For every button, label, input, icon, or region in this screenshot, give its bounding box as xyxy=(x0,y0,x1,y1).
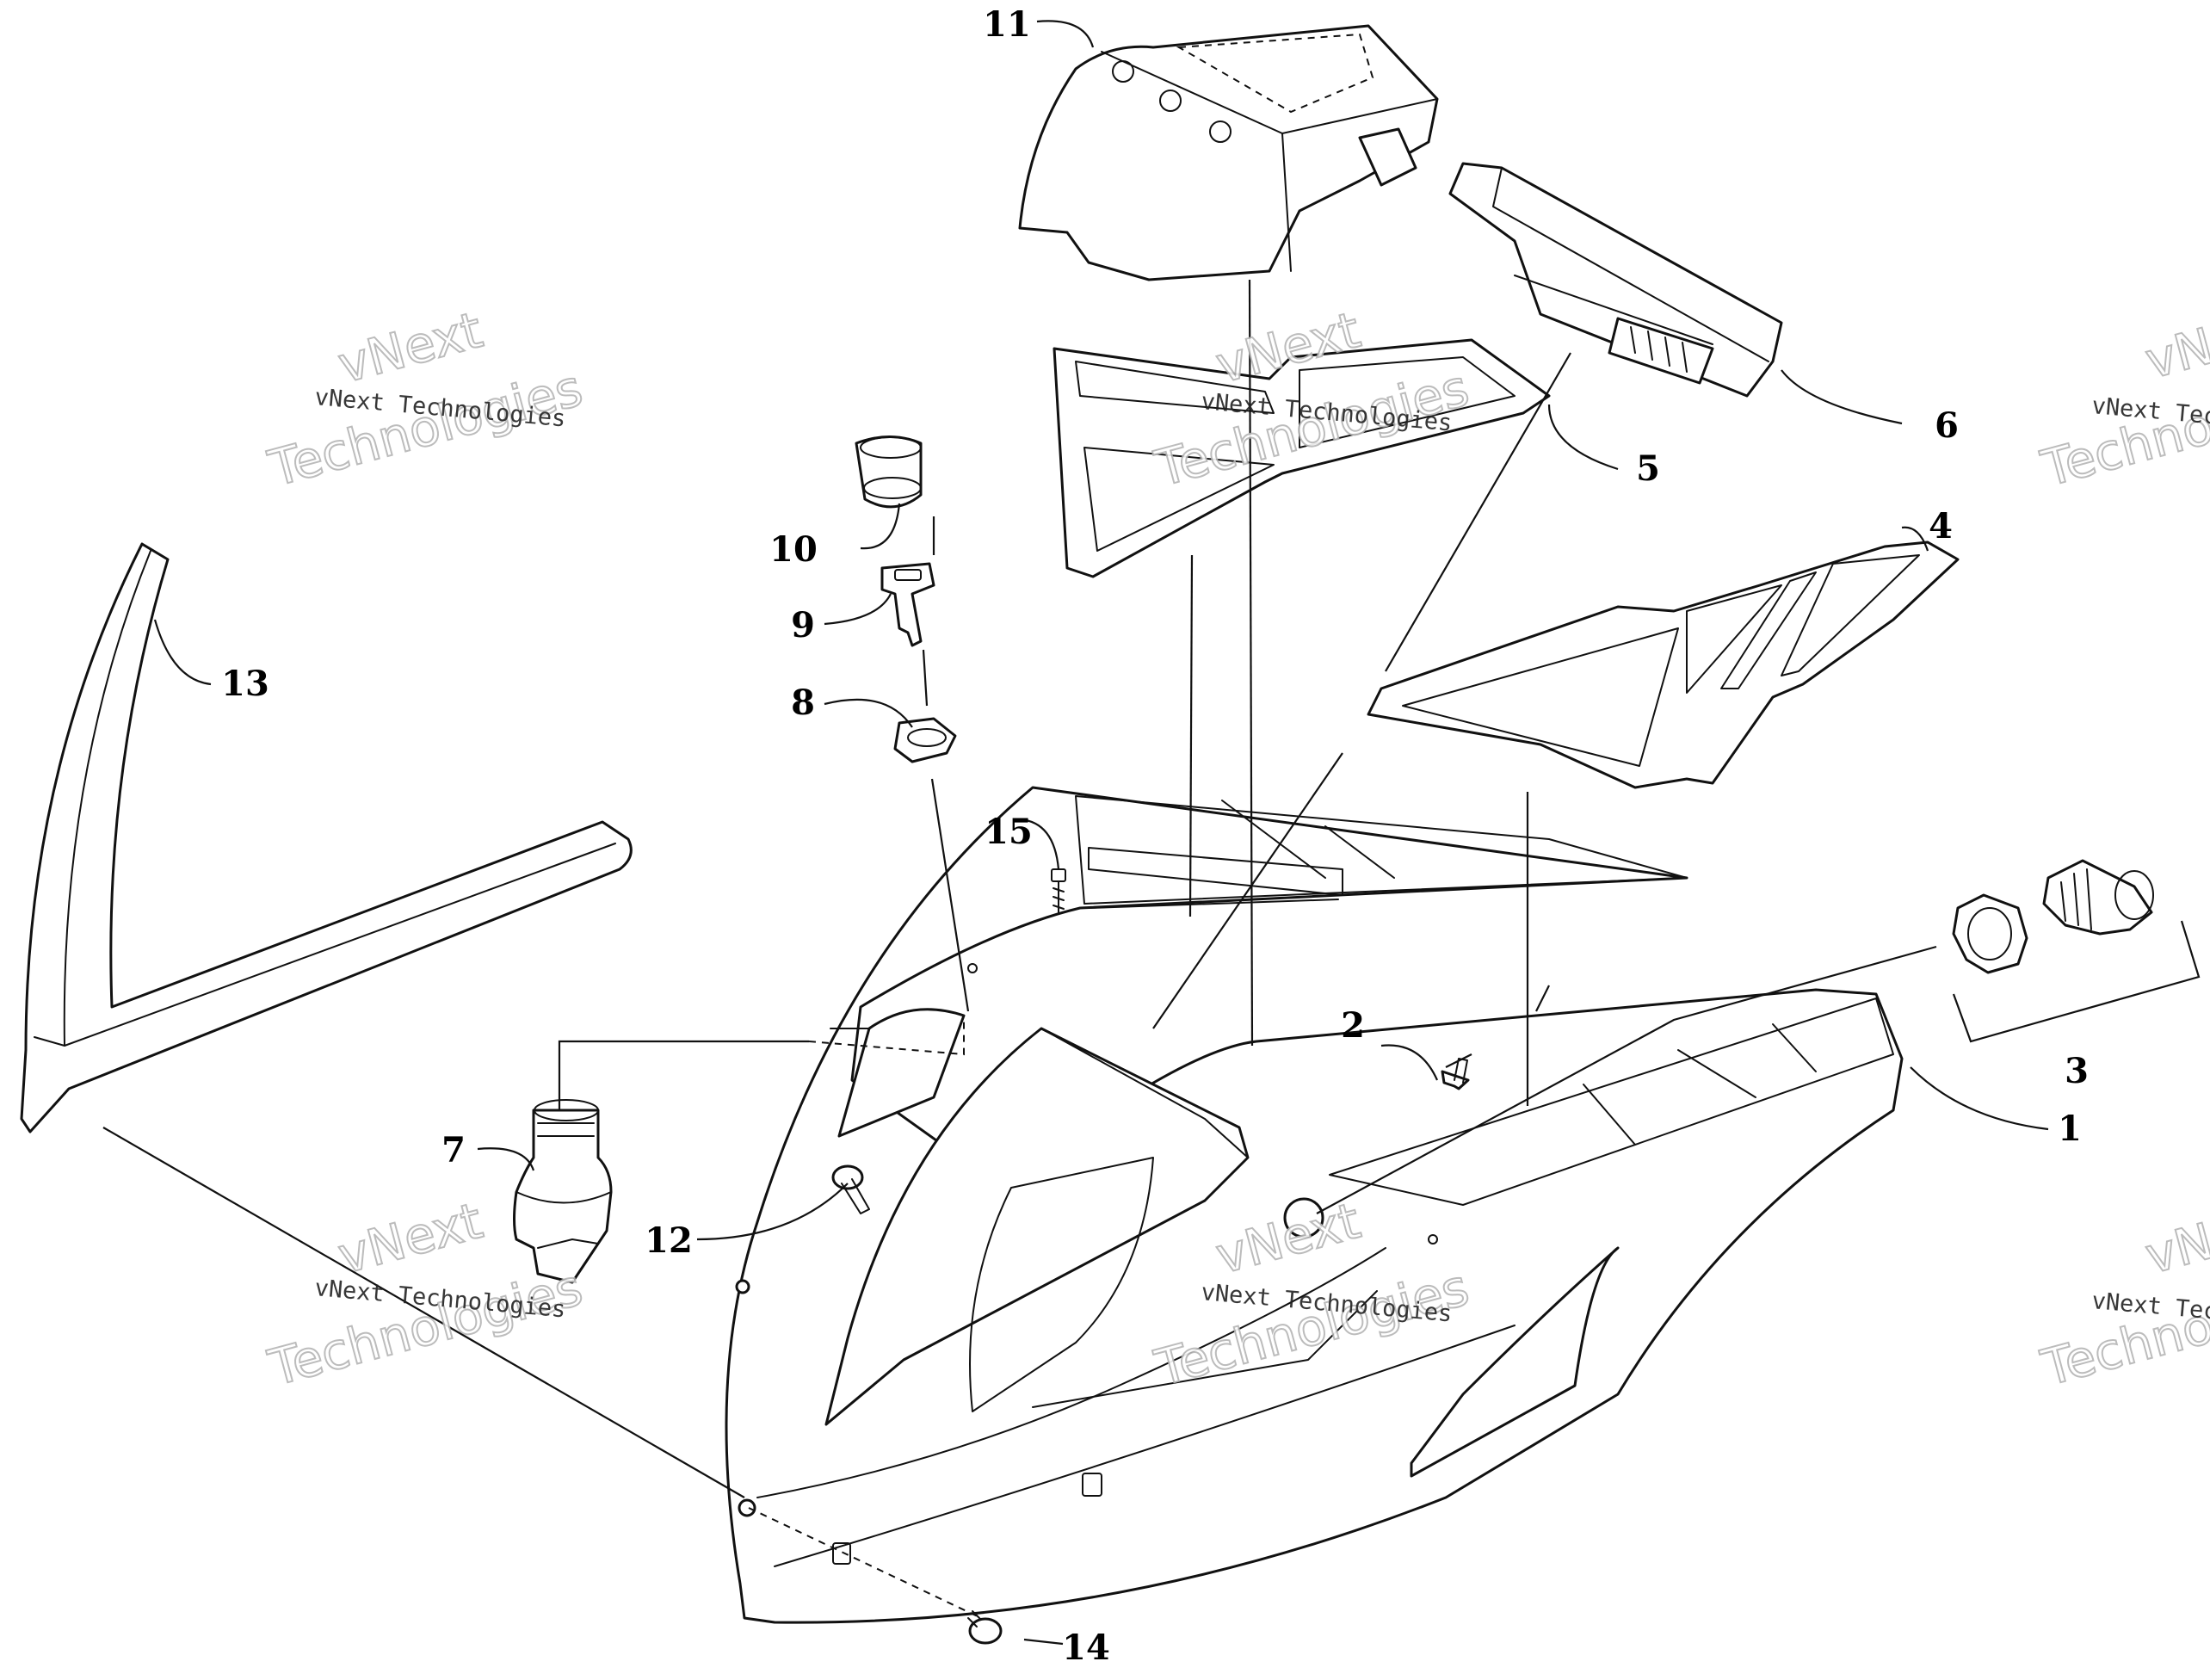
part-3-power-outlet xyxy=(1952,859,2154,974)
callout-labels: 1 2 3 4 5 6 7 8 9 10 11 12 13 14 15 xyxy=(221,4,2089,1668)
callout-3: 3 xyxy=(2065,1051,2089,1091)
part-10-key-cap xyxy=(855,435,923,509)
watermark-word-vnext: vNext xyxy=(332,300,488,395)
part-11-instrument-housing xyxy=(1018,24,1439,281)
callout-13: 13 xyxy=(221,664,269,704)
part-12-screw xyxy=(831,1164,870,1214)
watermark-word-vnext: vNext xyxy=(2139,1191,2210,1286)
callout-12: 12 xyxy=(645,1220,693,1261)
part-14-bolt xyxy=(967,1610,1003,1645)
callout-7: 7 xyxy=(441,1130,466,1170)
callout-11: 11 xyxy=(983,4,1031,45)
leader-lines xyxy=(102,20,2201,1646)
callout-8: 8 xyxy=(791,682,815,723)
part-13-trim-strip xyxy=(20,542,633,1133)
watermark-word-vnext: vNext xyxy=(332,1191,488,1286)
part-6-display-module xyxy=(1448,162,1783,398)
part-5-gasket xyxy=(1053,338,1551,578)
watermark-word-technologies: Technologies xyxy=(2035,1257,2210,1397)
part-8-nut xyxy=(893,717,957,763)
callout-14: 14 xyxy=(1062,1628,1110,1668)
callout-10: 10 xyxy=(769,529,818,570)
watermark-word-vnext: vNext xyxy=(2139,296,2210,391)
callout-5: 5 xyxy=(1636,448,1660,489)
part-9-key xyxy=(880,562,935,647)
part-7-switch xyxy=(513,1099,613,1284)
callout-15: 15 xyxy=(985,812,1033,852)
part-4-gasket xyxy=(1367,540,1960,789)
callout-9: 9 xyxy=(791,605,815,645)
callout-1: 1 xyxy=(2058,1109,2082,1149)
part-1-console-hood xyxy=(725,786,1904,1624)
watermark-word-technologies: Technologies xyxy=(262,1257,588,1397)
callout-6: 6 xyxy=(1935,405,1959,446)
callout-2: 2 xyxy=(1341,1005,1365,1046)
callout-4: 4 xyxy=(1929,506,1953,547)
